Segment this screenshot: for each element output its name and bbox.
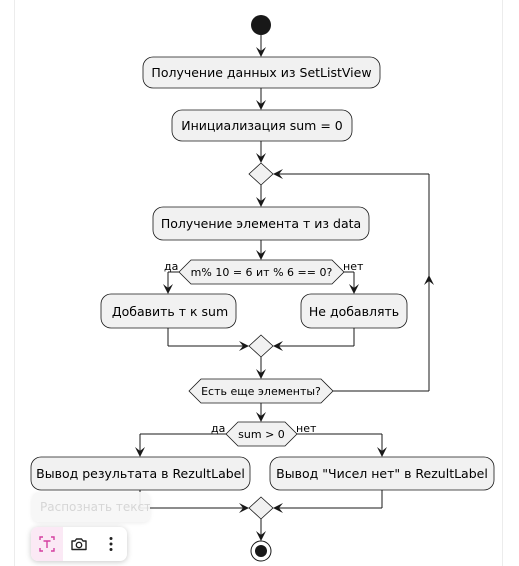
text-recognition-icon bbox=[39, 536, 55, 552]
decision-sum-positive: sum > 0 bbox=[225, 421, 298, 447]
merge-diamond-1 bbox=[248, 334, 274, 358]
loop-merge-diamond bbox=[248, 162, 274, 186]
merge-diamond-2 bbox=[248, 496, 274, 520]
decision-more-elements-label: Есть еще элементы? bbox=[201, 385, 321, 398]
start-node bbox=[251, 15, 271, 35]
image-action-toolbar bbox=[31, 527, 127, 561]
recognize-text-tooltip: Распознать текст bbox=[32, 492, 150, 522]
node-output-none: Вывод "Чисел нет" в RezultLabel bbox=[269, 456, 495, 491]
node-output-result: Вывод результата в RezultLabel bbox=[30, 456, 251, 491]
more-vertical-icon bbox=[109, 537, 113, 551]
diagram-frame bbox=[14, 0, 503, 566]
node-init-sum-label: Инициализация sum = 0 bbox=[181, 118, 343, 133]
decision-sum-positive-label: sum > 0 bbox=[238, 428, 285, 441]
branch-yes-label-2: да bbox=[211, 422, 225, 435]
node-no-add: Не добавлять bbox=[300, 293, 408, 329]
decision-more-elements: Есть еще элементы? bbox=[188, 378, 334, 404]
node-get-element-label: Получение элемента т из data bbox=[161, 216, 361, 231]
node-add-to-sum-label: Добавить т к sum bbox=[112, 304, 228, 319]
branch-no-label-2: нет bbox=[296, 422, 317, 435]
camera-button[interactable] bbox=[63, 527, 95, 561]
node-get-element: Получение элемента т из data bbox=[152, 206, 370, 241]
decision-check-element: m% 10 = 6 ит % 6 == 0? bbox=[178, 259, 345, 285]
node-get-data: Получение данных из SetListView bbox=[142, 56, 381, 89]
node-add-to-sum: Добавить т к sum bbox=[100, 293, 237, 329]
branch-no-label-1: нет bbox=[343, 260, 364, 273]
node-output-result-label: Вывод результата в RezultLabel bbox=[36, 466, 245, 481]
node-output-none-label: Вывод "Чисел нет" в RezultLabel bbox=[276, 466, 488, 481]
node-get-data-label: Получение данных из SetListView bbox=[151, 65, 371, 80]
branch-yes-label-1: да bbox=[164, 260, 178, 273]
decision-check-label: m% 10 = 6 ит % 6 == 0? bbox=[191, 266, 333, 279]
end-node bbox=[250, 540, 272, 562]
camera-icon bbox=[71, 538, 87, 551]
node-no-add-label: Не добавлять bbox=[309, 304, 399, 319]
more-options-button[interactable] bbox=[95, 527, 127, 561]
text-recognition-button[interactable] bbox=[31, 527, 63, 561]
node-init-sum: Инициализация sum = 0 bbox=[171, 109, 353, 142]
